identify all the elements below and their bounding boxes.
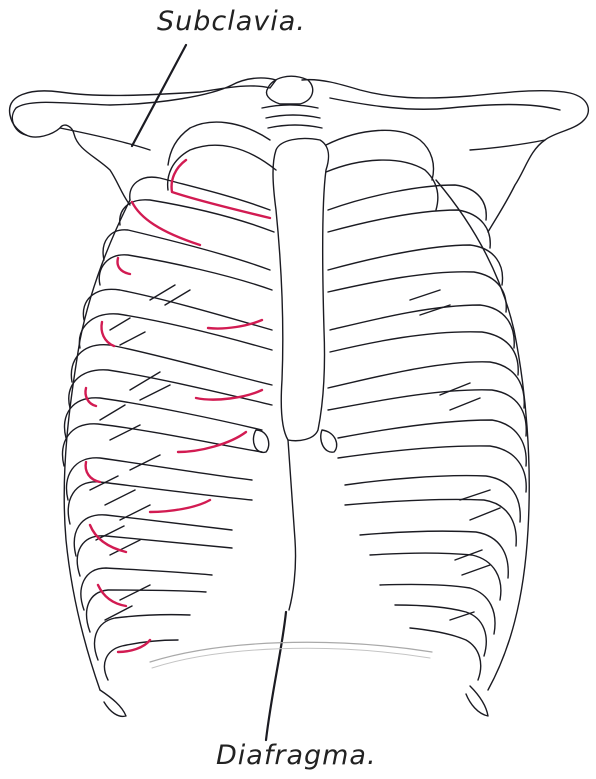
right-cage-outline xyxy=(436,180,529,690)
right-rib-10 xyxy=(410,628,481,680)
right-rib-6 xyxy=(338,420,526,466)
right-rib-5 xyxy=(328,362,524,408)
right-rib-7 xyxy=(345,476,520,522)
sternum xyxy=(273,138,328,440)
upper-vertebra-lines xyxy=(262,105,322,128)
right-floating-rib xyxy=(466,686,488,716)
highlight-10 xyxy=(150,500,210,512)
left-rib-2 xyxy=(130,177,270,210)
costal-notch-right xyxy=(321,430,337,452)
right-rib-3 xyxy=(328,245,503,285)
right-rib-1 xyxy=(326,130,434,180)
left-rib-1 xyxy=(168,122,270,165)
highlight-5 xyxy=(102,322,115,346)
highlight-7 xyxy=(85,388,96,406)
right-clavicle-inner xyxy=(330,98,560,150)
upper-vertebra xyxy=(267,76,313,104)
highlight-12 xyxy=(98,585,126,606)
left-rib-6 xyxy=(64,398,262,438)
highlight-8 xyxy=(178,432,246,452)
xiphoid xyxy=(288,440,296,610)
highlight-3 xyxy=(118,258,131,274)
left-rib-4 xyxy=(83,289,272,330)
right-ribs xyxy=(326,130,529,716)
highlight-1 xyxy=(172,160,270,218)
left-cage-outline xyxy=(64,200,130,690)
left-rib-5 xyxy=(71,345,272,385)
highlighted-rib-edges xyxy=(85,160,270,652)
left-rib-3 xyxy=(103,230,270,270)
highlight-11 xyxy=(90,525,126,552)
highlight-2 xyxy=(132,202,200,245)
right-rib-4 xyxy=(330,305,514,348)
left-scapula-edge xyxy=(26,125,130,205)
right-clavicle xyxy=(302,80,588,232)
costal-notch-left xyxy=(253,430,268,452)
right-rib-9 xyxy=(380,584,495,634)
right-hatch xyxy=(410,290,500,620)
left-floating-rib xyxy=(100,690,126,716)
highlight-9 xyxy=(86,462,100,482)
leader-line-diafragma xyxy=(266,612,286,740)
